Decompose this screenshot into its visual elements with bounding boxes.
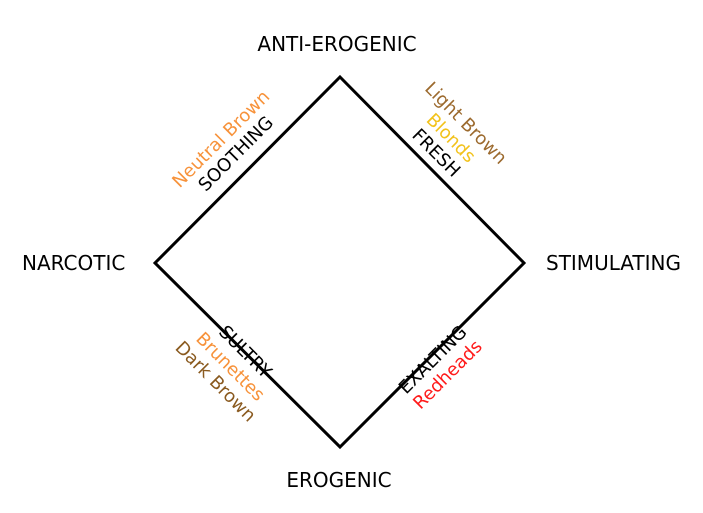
corner-left-label: NARCOTIC bbox=[22, 251, 125, 275]
corner-top-label: ANTI-EROGENIC bbox=[257, 32, 416, 56]
corner-right-label: STIMULATING bbox=[546, 251, 681, 275]
diamond-outline bbox=[152, 74, 527, 450]
corner-bottom-label: EROGENIC bbox=[286, 468, 391, 492]
